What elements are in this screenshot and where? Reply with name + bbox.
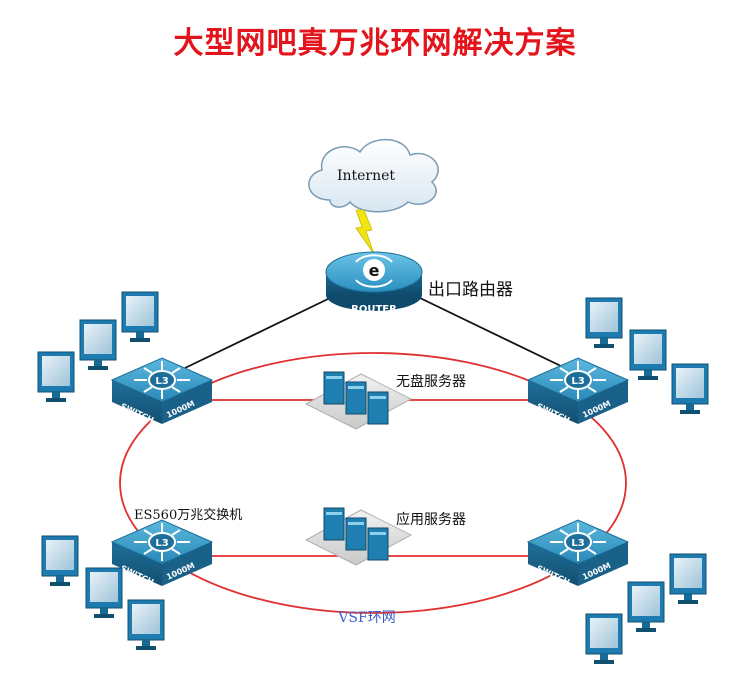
switch-l3: L3	[571, 538, 584, 549]
switch-l3: L3	[571, 376, 584, 387]
switch-icon-bottom-right: L3 SWITCH 1000M	[527, 519, 629, 587]
monitor-icon	[41, 535, 79, 587]
monitor-icon	[37, 351, 75, 403]
monitor-icon	[627, 581, 665, 633]
vsf-ring	[119, 352, 627, 614]
monitor-icon	[669, 553, 707, 605]
lightning-icon	[355, 209, 375, 255]
cloud-label: Internet	[337, 168, 395, 184]
uplink-right	[419, 297, 566, 369]
cloud-icon: Internet	[308, 138, 439, 213]
router-e-glyph: e	[369, 261, 380, 280]
switch-icon-top-right: L3 SWITCH 1000M	[527, 357, 629, 425]
monitor-icon	[85, 567, 123, 619]
uplink-left	[184, 297, 331, 369]
switch-l3: L3	[155, 376, 168, 387]
switch-icon-top-left: L3 SWITCH 1000M	[111, 357, 213, 425]
monitor-icon	[585, 613, 623, 665]
router-badge: ROUTER	[351, 304, 397, 315]
monitor-icon	[671, 363, 709, 415]
server-bottom-caption: 应用服务器	[396, 511, 466, 528]
server-top-caption: 无盘服务器	[396, 373, 466, 390]
switch-caption: ES560万兆交换机	[134, 507, 242, 523]
ring-label: VSF环网	[337, 610, 395, 626]
router-caption: 出口路由器	[428, 280, 513, 300]
monitor-icon	[585, 297, 623, 349]
monitor-icon	[127, 599, 165, 651]
monitor-icon	[629, 329, 667, 381]
monitor-icon	[121, 291, 159, 343]
router-icon: e ROUTER	[325, 251, 423, 315]
monitor-icon	[79, 319, 117, 371]
diagram-title: 大型网吧真万兆环网解决方案	[173, 26, 577, 61]
switch-icon-bottom-left: L3 SWITCH 1000M	[111, 519, 213, 587]
switch-l3: L3	[155, 538, 168, 549]
